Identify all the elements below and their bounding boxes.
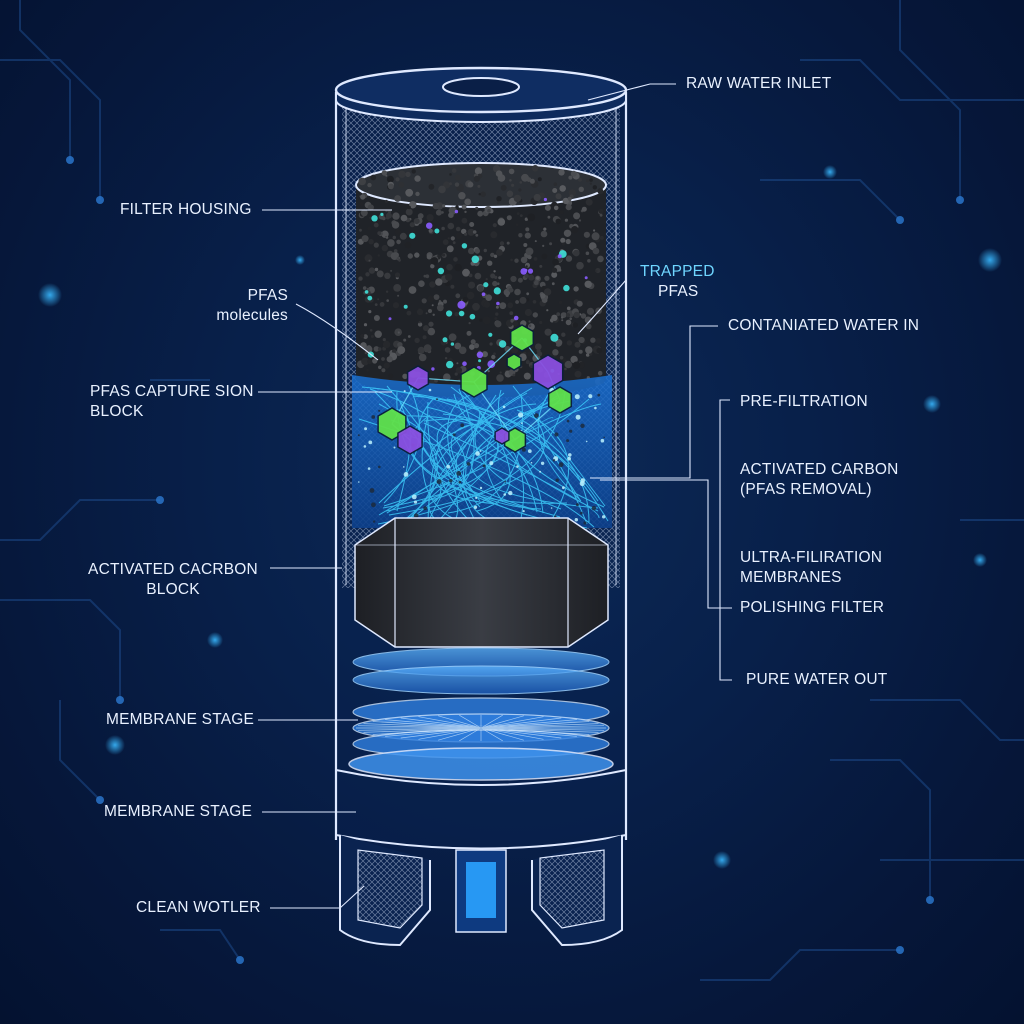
label-activated-carbon-removal: ACTIVATED CARBON (PFAS REMOVAL) [740, 460, 899, 500]
label-clean-water: CLEAN WOTLER [136, 899, 261, 916]
pfas-capture-zone [352, 375, 612, 529]
top-cap [334, 66, 628, 123]
label-ultra-filtration: ULTRA-FILIRATION MEMBRANES [740, 548, 882, 588]
leader-lines [258, 83, 732, 909]
circuit-background [0, 0, 1024, 981]
label-trapped-line1: TRAPPED [640, 263, 715, 280]
label-pfas-molecules-line1: PFAS [247, 287, 288, 304]
label-trapped-pfas: TRAPPED PFAS [640, 262, 715, 302]
label-activated-carbon-line1: ACTIVATED CARBON [740, 461, 899, 478]
label-raw-water-inlet: RAW WATER INLET [686, 75, 832, 92]
label-trapped-line2: PFAS [658, 283, 699, 300]
lower-housing [335, 769, 627, 947]
label-contaminated-water-in: CONTANIATED WATER IN [728, 317, 920, 334]
label-pfas-capture-line1: PFAS CAPTURE SION [90, 383, 254, 400]
pfas-molecules [377, 324, 573, 455]
label-pfas-capture-block: PFAS CAPTURE SION BLOCK [90, 382, 254, 422]
label-carbon-block-line2: BLOCK [146, 581, 200, 598]
bokeh-dots [38, 165, 1002, 869]
label-pre-filtration: PRE-FILTRATION [740, 393, 868, 410]
label-pfas-molecules-line2: molecules [216, 307, 288, 324]
label-membrane-stage-2: MEMBRANE STAGE [104, 803, 253, 820]
label-carbon-block-line1: ACTIVATED CACRBON [88, 561, 258, 578]
label-pure-water-out: PURE WATER OUT [746, 671, 888, 688]
label-pfas-capture-line2: BLOCK [90, 403, 144, 420]
label-ultra-line2: MEMBRANES [740, 569, 842, 586]
activated-carbon-block [354, 517, 609, 648]
label-pfas-molecules: PFAS molecules [180, 286, 288, 326]
label-activated-carbon-block: ACTIVATED CACRBON BLOCK [88, 560, 258, 600]
label-activated-carbon-line2: (PFAS REMOVAL) [740, 481, 872, 498]
label-filter-housing: FILTER HOUSING [120, 201, 252, 218]
carbon-granule-chamber [355, 162, 607, 398]
circuit-nodes [66, 156, 964, 964]
membrane-stage [348, 647, 614, 781]
label-polishing-filter: POLISHING FILTER [740, 599, 885, 616]
label-membrane-stage-1: MEMBRANE STAGE [106, 711, 255, 728]
label-ultra-line1: ULTRA-FILIRATION [740, 549, 883, 566]
